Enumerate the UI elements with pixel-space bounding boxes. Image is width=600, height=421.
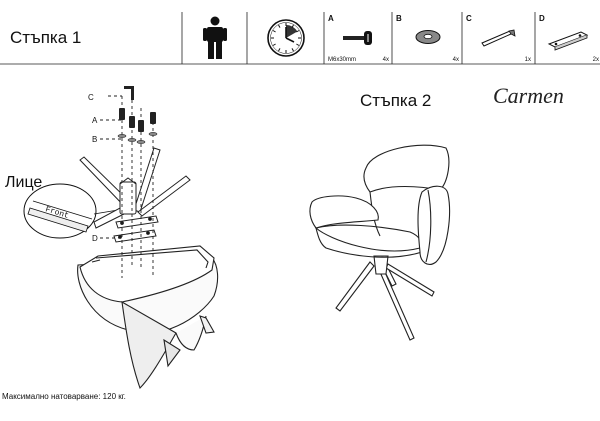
max-load-note: Максимално натоварване: 120 кг. — [2, 392, 126, 401]
clock-icon — [267, 19, 305, 57]
mounting-bars — [113, 215, 159, 243]
callout-c: C — [88, 93, 94, 102]
part-a-spec: M6x30mm — [328, 57, 356, 63]
part-b-cell: B 4x — [396, 14, 459, 63]
part-b-qty: 4x — [453, 57, 459, 63]
inverted-seat — [77, 245, 219, 390]
part-d-qty: 2x — [593, 57, 599, 63]
part-d-cell: D 2x — [539, 14, 599, 63]
part-b-letter: B — [396, 14, 402, 23]
assembly-guides — [100, 95, 154, 278]
washer-icon — [415, 30, 441, 44]
face-label: Лице — [5, 174, 42, 191]
chair-legs — [335, 255, 435, 341]
bolts — [117, 86, 158, 144]
part-c-qty: 1x — [525, 57, 531, 63]
step1-title: Стъпка 1 — [10, 28, 81, 47]
part-a-qty: 4x — [383, 57, 389, 63]
step1-diagram: Лице Front — [5, 86, 219, 390]
chair-seat — [314, 224, 423, 252]
callout-a: A — [92, 116, 98, 125]
assembled-chair — [309, 144, 451, 341]
step2-title: Стъпка 2 — [360, 91, 431, 110]
callout-d: D — [92, 234, 98, 243]
chair-backrest — [363, 144, 450, 193]
person-icon — [203, 16, 227, 59]
part-c-cell: C 1x — [466, 14, 531, 63]
front-detail-callout: Front — [23, 183, 119, 239]
callout-b: B — [92, 135, 97, 144]
mounting-bar-icon — [547, 31, 589, 51]
star-base — [79, 147, 191, 229]
model-name: Carmen — [493, 83, 564, 108]
allen-key-icon — [481, 29, 516, 47]
chair-arm-right — [417, 185, 451, 265]
bolt-icon — [343, 31, 372, 45]
part-c-letter: C — [466, 14, 472, 23]
part-d-letter: D — [539, 14, 545, 23]
header-frame — [0, 12, 600, 65]
part-a-cell: A M6x30mm 4x — [328, 14, 389, 63]
chair-arm-left — [309, 195, 379, 229]
part-a-letter: A — [328, 14, 334, 23]
